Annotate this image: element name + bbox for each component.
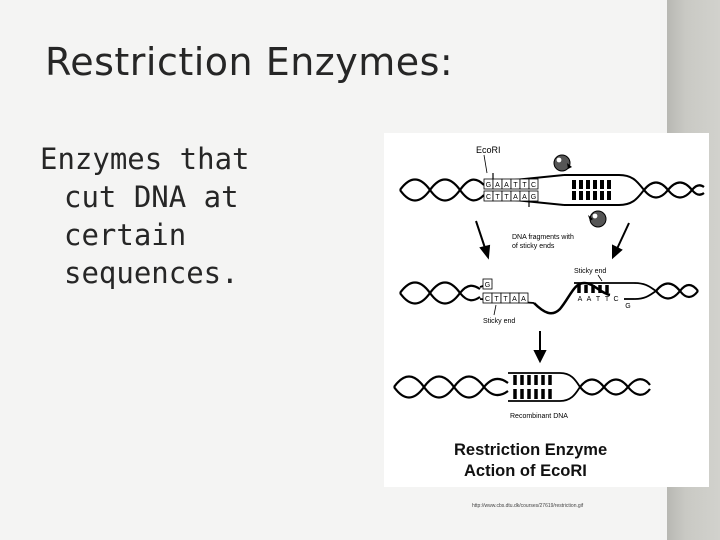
arrow-right-down <box>612 222 630 260</box>
base-bottom-4: A <box>513 194 518 201</box>
left-fragment-bottom-base-1: C <box>485 296 490 303</box>
body-line-1: Enzymes that <box>40 142 250 176</box>
sticky-end-connector <box>533 281 611 315</box>
arrow-left-down <box>475 220 491 260</box>
ecori-diagram: G A A T T C C T T A A G <box>384 133 709 487</box>
left-fragment-bottom-base-4: A <box>512 296 517 303</box>
body-line-4: sequences. <box>64 256 239 290</box>
sticky-end-label-right: Sticky end <box>574 268 606 275</box>
figure-source-url: http://www.cbs.dtu.dk/courses/27619/rest… <box>472 503 584 509</box>
caption-line-2: Action of EcoRI <box>464 462 587 480</box>
left-fragment-bottom-base-5: A <box>521 296 526 303</box>
right-fragment-top-base-1: A <box>578 296 583 303</box>
base-bottom-2: T <box>495 194 500 201</box>
base-top-6: C <box>531 182 536 189</box>
helix-row-1-right <box>643 181 705 199</box>
recognition-site <box>483 178 539 202</box>
figure-caption: Restriction Enzyme Action of EcoRI <box>454 440 607 482</box>
base-top-3: A <box>504 182 509 189</box>
helix-row-2-right <box>655 282 699 300</box>
right-fragment <box>574 282 658 300</box>
left-fragment-top-base-1: G <box>485 282 490 289</box>
enzyme-label: EcoRI <box>476 145 501 155</box>
left-fragment-bottom-base-3: T <box>503 296 508 303</box>
right-fragment-top-base-4: T <box>605 296 610 303</box>
helix-row-3-left <box>393 375 509 399</box>
helix-row-1-left <box>399 178 485 202</box>
recombinant-joined-strands <box>508 372 582 402</box>
enzyme-icon-bottom <box>588 210 607 228</box>
right-fragment-top-base-3: T <box>596 296 601 303</box>
sticky-end-label-left: Sticky end <box>483 318 515 325</box>
cut-site-markers <box>492 173 530 207</box>
base-top-4: T <box>513 182 518 189</box>
base-top-2: A <box>495 182 500 189</box>
base-bottom-1: C <box>486 194 491 201</box>
slide-title: Restriction Enzymes: <box>45 40 454 84</box>
slide-body-text: Enzymes that cut DNA at certain sequence… <box>40 140 340 292</box>
caption-line-1: Restriction Enzyme <box>454 441 608 459</box>
base-top-5: T <box>522 182 527 189</box>
base-bottom-5: A <box>522 194 527 201</box>
right-fragment-top-base-2: A <box>587 296 592 303</box>
fragments-label-line-1: DNA fragments with <box>512 234 574 241</box>
right-fragment-top-base-5: C <box>613 296 618 303</box>
helix-row-3-right <box>579 378 651 396</box>
helix-row-2-left <box>399 281 481 305</box>
recombinant-label: Recombinant DNA <box>510 413 568 420</box>
enzyme-icon-top <box>553 154 572 172</box>
base-bottom-6: G <box>531 194 536 201</box>
arrow-to-recombinant <box>533 331 547 364</box>
base-top-1: G <box>486 182 491 189</box>
body-line-3: certain <box>64 218 187 252</box>
body-line-2: cut DNA at <box>64 180 239 214</box>
right-fragment-bottom-base-1: G <box>625 303 630 310</box>
fragments-label-line-2: of sticky ends <box>512 243 555 250</box>
left-fragment-bottom-base-2: T <box>494 296 499 303</box>
base-bottom-3: T <box>504 194 509 201</box>
